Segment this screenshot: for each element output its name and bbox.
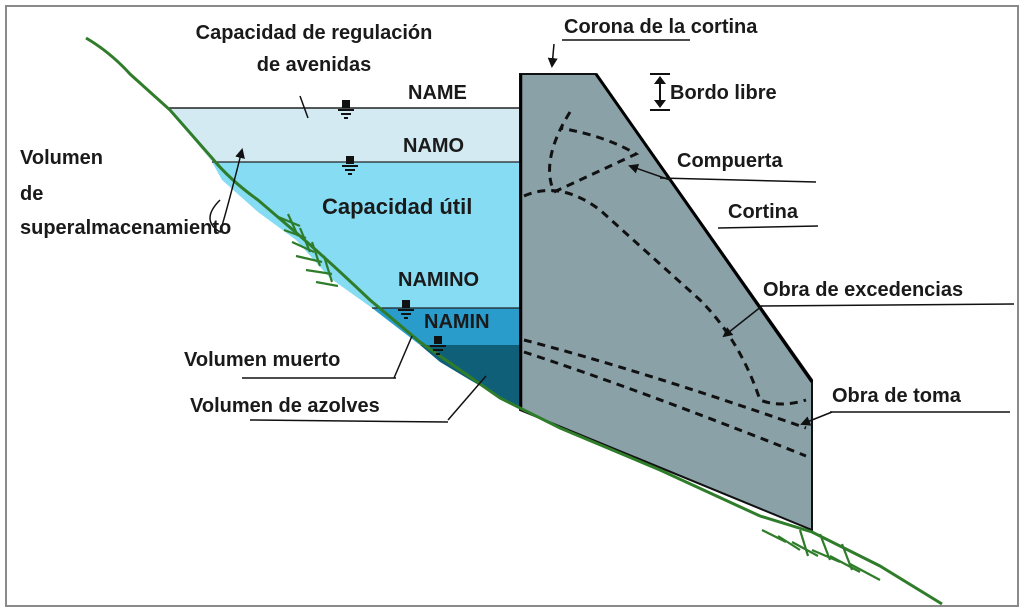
capacidad-util-zone <box>212 162 522 308</box>
compuerta-label: Compuerta <box>677 150 783 172</box>
namin-label: NAMIN <box>424 311 490 333</box>
compuerta-outline <box>548 111 640 194</box>
dam-face-line <box>594 73 814 383</box>
leader-lines <box>209 39 1015 426</box>
volumen-azolves-label: Volumen de azolves <box>190 395 380 417</box>
namino-level-symbol-icon <box>398 300 414 319</box>
obra-toma-label: Obra de toma <box>832 385 962 407</box>
capacidad-regulacion-label-line1: Capacidad de regulación <box>196 22 433 44</box>
obra-excedencias-label: Obra de excedencias <box>763 279 963 301</box>
bordo-libre-dimension-icon <box>650 73 670 111</box>
name-label: NAME <box>408 82 467 104</box>
volumen-muerto-label: Volumen muerto <box>184 349 340 371</box>
ground-hatch-right <box>761 529 881 581</box>
bordo-libre-label: Bordo libre <box>670 82 777 104</box>
obra-toma-conduit-lower <box>523 350 807 458</box>
frame-border <box>5 5 1019 607</box>
capacidad-util-label: Capacidad útil <box>322 194 472 219</box>
ground-line <box>85 36 943 606</box>
volumen-muerto-zone <box>372 308 522 345</box>
name-level-symbol-icon <box>338 100 354 119</box>
obra-toma-conduit-upper <box>523 338 807 430</box>
namin-level-symbol-icon <box>430 336 446 355</box>
capacidad-regulacion-label-line2: de avenidas <box>257 54 372 76</box>
corona-label: Corona de la cortina <box>564 16 758 38</box>
volumen-label-line1: Volumen <box>20 147 103 169</box>
namo-label: NAMO <box>403 135 464 157</box>
ground-hatch-left <box>275 213 339 288</box>
superalmacenamiento-zone <box>168 108 522 162</box>
volumen-label-line2: de <box>20 183 43 205</box>
dam-body <box>519 73 813 532</box>
namino-label: NAMINO <box>398 269 479 291</box>
namo-level-symbol-icon <box>342 156 358 175</box>
volumen-label-line3: superalmacenamiento <box>20 217 231 239</box>
cortina-label: Cortina <box>728 201 799 223</box>
